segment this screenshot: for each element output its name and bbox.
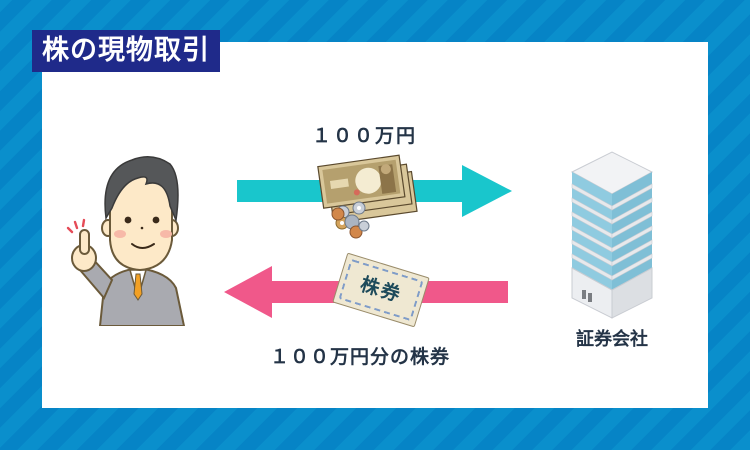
flow-top-label: １００万円	[312, 125, 418, 147]
flow-bottom-label: １００万円分の株券	[270, 346, 451, 368]
businessman-pointing-icon	[66, 156, 186, 326]
page-title: 株の現物取引	[32, 30, 220, 72]
yen-bills-and-coins-icon	[317, 154, 418, 239]
office-building-icon	[570, 151, 654, 319]
company-label: 証券会社	[576, 329, 648, 350]
